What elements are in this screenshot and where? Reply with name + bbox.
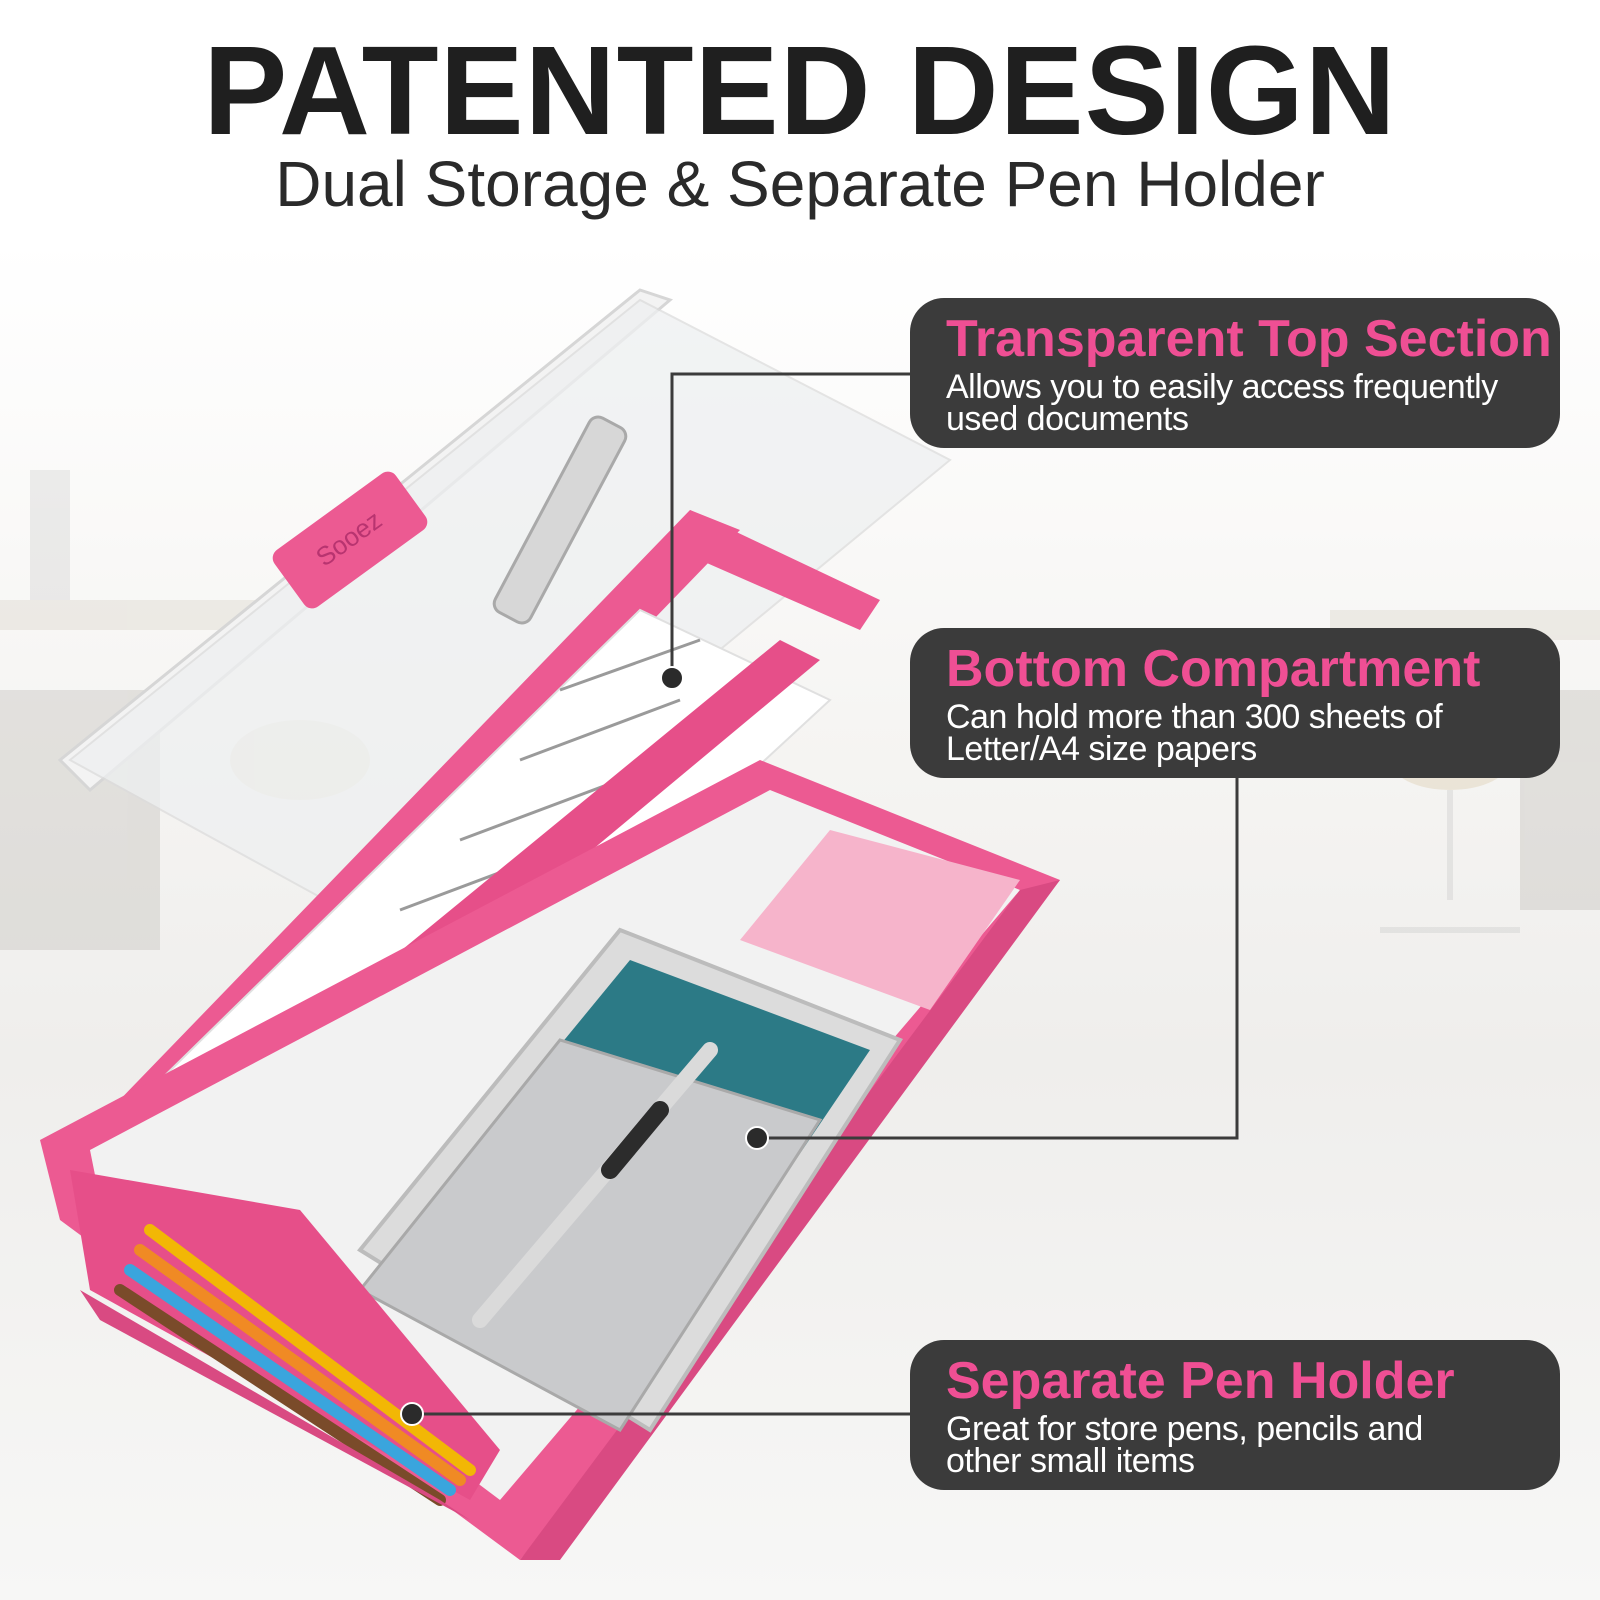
callout-title: Separate Pen Holder xyxy=(946,1352,1455,1410)
callout-text: Can hold more than 300 sheets of Letter/… xyxy=(946,697,1536,768)
callout-text: Allows you to easily access frequently u… xyxy=(946,367,1536,438)
callout-text-line: Letter/A4 size papers xyxy=(946,729,1257,768)
metal-clip xyxy=(492,415,628,625)
callout-title: Bottom Compartment xyxy=(946,640,1481,698)
brand-tab xyxy=(272,471,428,609)
page-title: PATENTED DESIGN xyxy=(203,20,1397,161)
callout-text-line: Can hold more than 300 sheets of xyxy=(946,697,1443,736)
callout-title: Transparent Top Section xyxy=(946,310,1552,368)
callout-bottom-compartment: Bottom Compartment Can hold more than 30… xyxy=(910,628,1560,778)
pen xyxy=(472,1042,718,1328)
callout-transparent-top: Transparent Top Section Allows you to ea… xyxy=(910,298,1560,448)
page-subtitle: Dual Storage & Separate Pen Holder xyxy=(275,148,1325,220)
pen-holder-front xyxy=(80,1290,470,1520)
pencils xyxy=(114,1224,476,1506)
callout-text-line: Allows you to easily access frequently xyxy=(946,367,1498,406)
callout-text-line: Great for store pens, pencils and xyxy=(946,1409,1423,1448)
callout-pen-holder: Separate Pen Holder Great for store pens… xyxy=(910,1340,1560,1490)
callout-text-line: used documents xyxy=(946,399,1189,438)
callout-text: Great for store pens, pencils and other … xyxy=(946,1409,1536,1480)
pen-grip xyxy=(601,1101,669,1179)
callout-text-line: other small items xyxy=(946,1441,1195,1480)
